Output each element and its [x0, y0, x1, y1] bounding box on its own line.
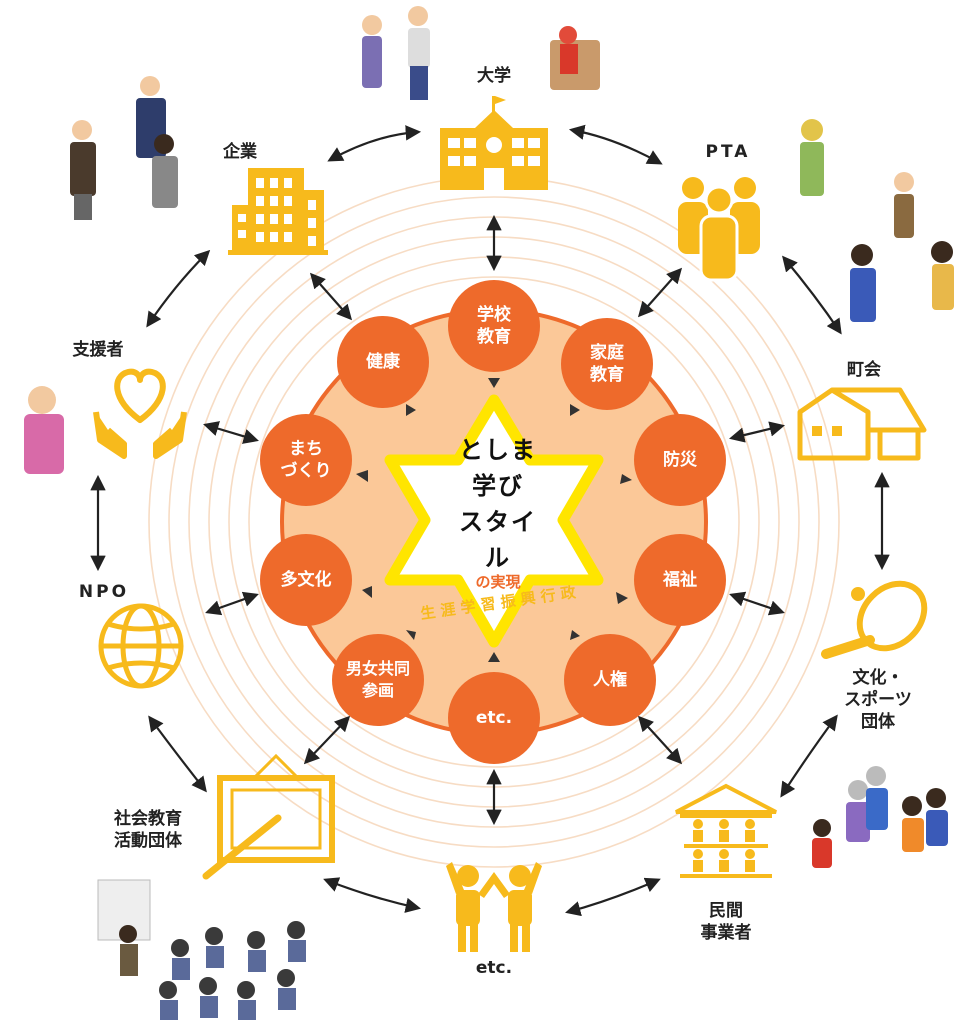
topic-disaster-prevention: 防災 [634, 414, 726, 506]
people-illustration-supporter [24, 386, 64, 474]
label-chokai: 町会 [847, 360, 881, 380]
topic-school-education: 学校 教育 [448, 280, 540, 372]
office-building-icon [228, 168, 328, 255]
label-private-business: 民間 事業者 [700, 901, 752, 943]
label-pta: PTA [705, 142, 751, 162]
label-culture-sports: 文化・ スポーツ 団体 [844, 668, 912, 732]
topic-town-development: まち づくり [260, 414, 352, 506]
topic-health: 健康 [337, 316, 429, 408]
inner-pointers [356, 378, 632, 662]
blackboard-icon [202, 753, 335, 880]
star-shape [384, 394, 604, 648]
label-npo: NPO [78, 582, 130, 602]
people-illustration-university [362, 6, 600, 100]
topic-home-education: 家庭 教育 [561, 318, 653, 410]
people-illustration-sports [812, 766, 948, 868]
topic-multiculture: 多文化 [260, 534, 352, 626]
label-social-education: 社会教育 活動団体 [114, 809, 182, 851]
company-building-icon [675, 783, 777, 878]
label-university: 大学 [477, 66, 511, 86]
people-illustration-social-edu [97, 879, 306, 1020]
people-illustration-company [70, 76, 178, 220]
globe-icon [98, 603, 184, 689]
house-icon [797, 387, 927, 461]
topic-human-rights: 人権 [564, 634, 656, 726]
connector-arrows [90, 124, 890, 917]
tennis-racket-icon [821, 580, 928, 659]
topic-etc: etc. [448, 672, 540, 764]
label-supporter: 支援者 [72, 340, 124, 360]
label-etc: etc. [475, 958, 513, 978]
topic-welfare: 福祉 [634, 534, 726, 626]
realization-text: の実現 [475, 573, 521, 591]
group-people-icon [678, 177, 760, 282]
logo-text: としま 学び スタイル [459, 436, 537, 572]
topic-gender-equality: 男女共同 参画 [332, 634, 424, 726]
hands-heart-icon [93, 368, 187, 459]
school-building-icon [440, 96, 548, 190]
label-company: 企業 [223, 142, 257, 162]
people-illustration-pta [800, 119, 954, 322]
joined-hands-people-icon [446, 862, 542, 952]
